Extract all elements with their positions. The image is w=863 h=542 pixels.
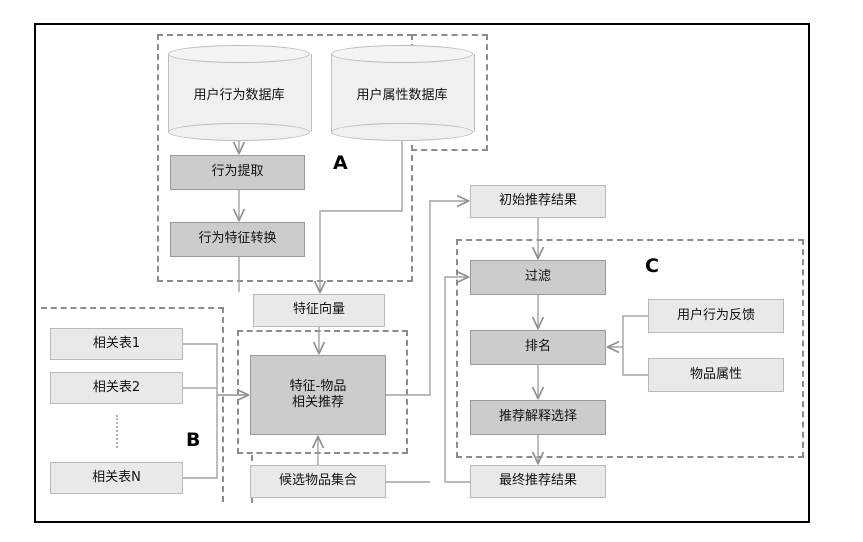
group-a-extension-boundary [411, 34, 488, 151]
cylinder-top [331, 45, 473, 63]
node-initial-rec-result[interactable]: 初始推荐结果 [470, 185, 606, 218]
node-feature-item-recommend-line1: 特征-物品 [289, 378, 347, 394]
node-rec-explain-select[interactable]: 推荐解释选择 [470, 400, 606, 435]
cylinder-body [331, 54, 475, 132]
cylinder-top [168, 45, 310, 63]
group-b-boundary [41, 307, 224, 502]
node-related-table-n[interactable]: 相关表N [50, 462, 183, 494]
database-user-attribute-label: 用户属性数据库 [356, 87, 448, 103]
node-behavior-feature-transform[interactable]: 行为特征转换 [170, 222, 305, 257]
cylinder-body [168, 54, 312, 132]
node-user-behavior-feedback[interactable]: 用户行为反馈 [648, 299, 784, 333]
group-a-boundary [157, 34, 413, 282]
group-label-c: C [645, 255, 659, 277]
node-ranking[interactable]: 排名 [470, 330, 606, 365]
group-label-b: B [186, 429, 201, 451]
group-label-a: A [333, 152, 348, 174]
node-feature-vector[interactable]: 特征向量 [253, 294, 385, 327]
node-related-table-1[interactable]: 相关表1 [50, 328, 183, 360]
node-feature-item-recommend[interactable]: 特征-物品 相关推荐 [250, 355, 386, 435]
cylinder-bottom [331, 123, 473, 141]
node-final-rec-result[interactable]: 最终推荐结果 [470, 465, 606, 498]
node-filter[interactable]: 过滤 [470, 260, 606, 295]
node-candidate-item-set[interactable]: 候选物品集合 [250, 465, 386, 498]
cylinder-bottom [168, 123, 310, 141]
node-behavior-extract[interactable]: 行为提取 [170, 155, 305, 190]
node-item-attribute[interactable]: 物品属性 [648, 358, 784, 392]
database-user-behavior-label: 用户行为数据库 [193, 87, 285, 103]
node-feature-item-recommend-line2: 相关推荐 [291, 395, 344, 410]
database-user-behavior: 用户行为数据库 [168, 45, 312, 141]
node-related-table-2[interactable]: 相关表2 [50, 372, 183, 404]
database-user-attribute: 用户属性数据库 [331, 45, 475, 141]
ellipsis-dots [116, 415, 118, 448]
